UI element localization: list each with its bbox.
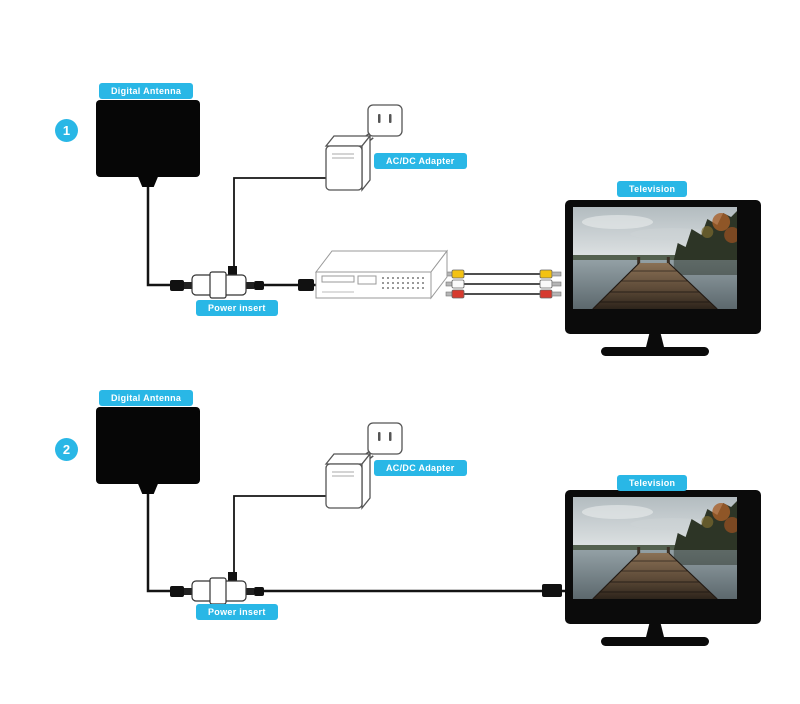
step-1-badge: 1 (55, 119, 78, 142)
television-icon (565, 490, 761, 646)
tv-screen-image (573, 207, 737, 309)
ac-dc-adapter-label: AC/DC Adapter (374, 460, 467, 476)
tv-stand-neck (646, 624, 664, 637)
tv-stand-base (601, 347, 709, 356)
ac-dc-adapter-icon (324, 422, 403, 510)
power-insert-label: Power insert (196, 604, 278, 620)
tv-stand-base (601, 637, 709, 646)
tv-stand-neck (646, 334, 664, 347)
tv-screen-image (573, 497, 737, 599)
television-label: Television (617, 475, 688, 491)
digital-antenna-icon (96, 100, 200, 177)
power-inserter-icon (170, 572, 264, 605)
step-2-badge: 2 (55, 438, 78, 461)
tv-frame (565, 490, 761, 624)
digital-antenna-label: Digital Antenna (99, 83, 194, 99)
power-insert-label: Power insert (196, 300, 278, 316)
television-icon (565, 200, 761, 356)
set-top-box-icon (314, 249, 449, 300)
television-label: Television (617, 181, 688, 197)
step-2-number: 2 (62, 442, 71, 457)
rca-cable-icon (445, 269, 562, 299)
wall-outlet-icon (367, 422, 403, 455)
step-1-number: 1 (62, 123, 71, 138)
coax-plug-icon (298, 279, 314, 291)
antenna-connector-tab (138, 177, 158, 187)
tv-frame (565, 200, 761, 334)
digital-antenna-icon (96, 407, 200, 484)
ac-dc-adapter-icon (324, 104, 403, 192)
coax-plug-icon (542, 584, 562, 597)
antenna-connector-tab (138, 484, 158, 494)
ac-dc-adapter-label: AC/DC Adapter (374, 153, 467, 169)
power-inserter-icon (170, 266, 264, 299)
digital-antenna-label: Digital Antenna (99, 390, 194, 406)
wall-outlet-icon (367, 104, 403, 137)
